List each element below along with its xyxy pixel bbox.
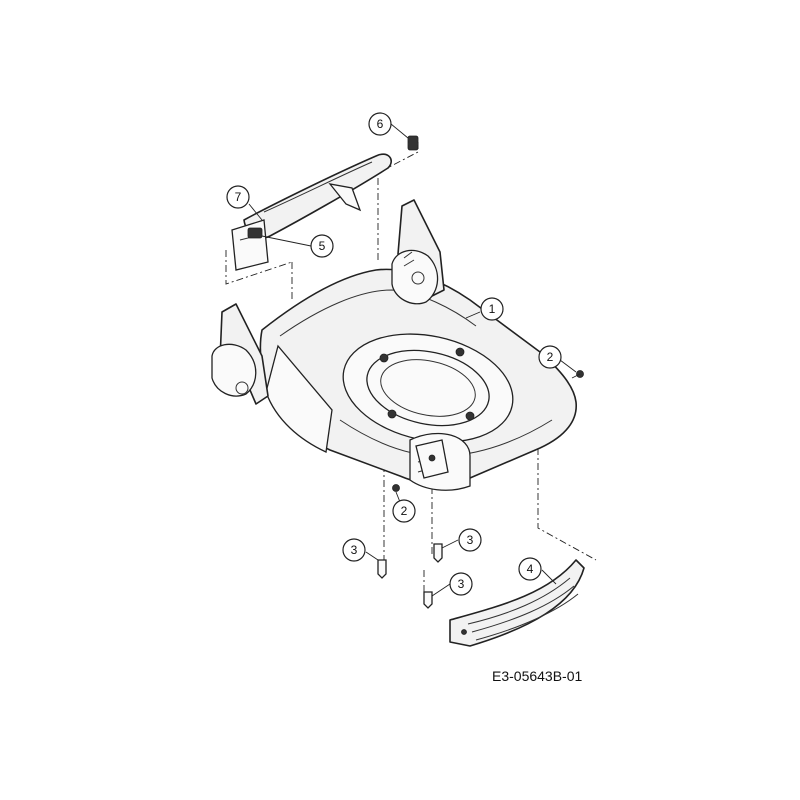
callout-3-right: 3 [458,528,482,552]
callout-1: 1 [480,297,504,321]
callout-3-lower: 3 [449,572,473,596]
svg-text:3: 3 [458,577,465,591]
callout-7: 7 [226,185,250,209]
svg-text:7: 7 [235,190,242,204]
callout-2-bottom: 2 [392,499,416,523]
callout-2-right: 2 [538,345,562,369]
bolt-part-3-c [423,591,433,609]
callout-3-left: 3 [342,538,366,562]
callout-leaders [248,123,577,597]
svg-text:4: 4 [527,562,534,576]
bolt-part-3-b [433,543,443,563]
svg-text:3: 3 [351,543,358,557]
rear-left-bracket [211,303,269,405]
mower-deck [259,268,577,491]
spring-part-6 [407,135,419,151]
callout-6: 6 [368,112,392,136]
bolt-part-3-a [377,559,387,579]
svg-text:2: 2 [401,504,408,518]
front-bumper [449,559,585,647]
front-bracket [415,439,449,479]
spring-part-5 [247,227,263,239]
rear-right-bracket [391,199,445,305]
svg-text:5: 5 [319,239,326,253]
svg-text:6: 6 [377,117,384,131]
svg-text:2: 2 [547,350,554,364]
svg-text:3: 3 [467,533,474,547]
drawing-number: E3-05643B-01 [492,668,583,684]
screw-part-2-right [571,370,584,379]
assembly-lines [225,142,597,600]
callout-4: 4 [518,557,542,581]
svg-text:1: 1 [489,302,496,316]
callout-5: 5 [310,234,334,258]
screw-part-2-bottom [392,484,400,492]
